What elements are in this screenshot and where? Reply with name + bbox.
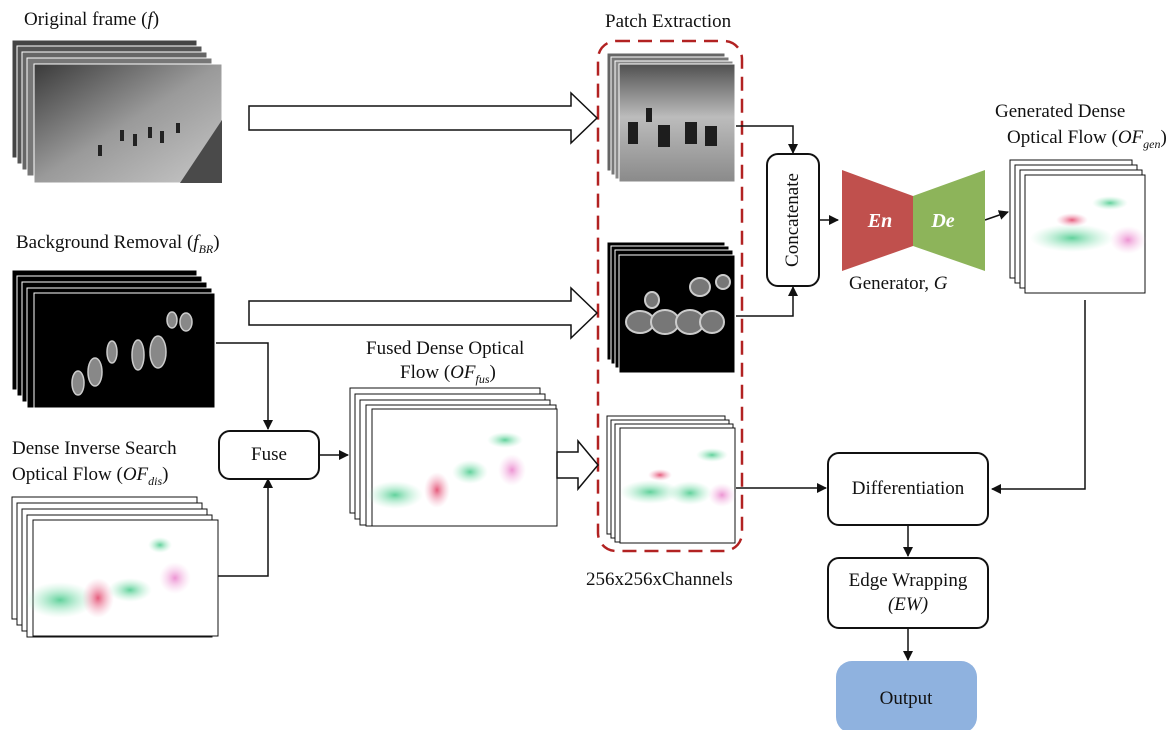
differentiation-node: Differentiation <box>827 452 989 526</box>
patch-extraction-label: Patch Extraction <box>605 11 732 32</box>
dis-optical-flow-stack <box>11 496 219 638</box>
connector-bg-to-fuse <box>216 342 273 430</box>
generated-optical-flow-stack <box>1009 159 1146 294</box>
original-frame-stack <box>11 39 223 184</box>
encoder-block <box>842 170 913 271</box>
frame-patch-stack <box>606 52 736 183</box>
encoder-label: En <box>867 210 892 232</box>
connector-bg-patch-to-concat <box>736 286 798 317</box>
patch-extraction-region <box>596 39 744 553</box>
edge-wrapping-abbrev: (EW) <box>887 594 929 615</box>
connector-generated-to-diff <box>991 300 1086 494</box>
background-removal-stack <box>11 269 216 409</box>
block-arrow-background <box>248 286 599 340</box>
concatenate-label: Concatenate <box>782 173 803 267</box>
generator-label: Generator, G <box>849 273 948 294</box>
connector-dis-to-fuse <box>218 478 273 577</box>
fused-label-line2: Flow (OFfus) <box>400 362 496 386</box>
fuse-node: Fuse <box>218 430 320 480</box>
dis-label-line2: Optical Flow (OFdis) <box>12 464 169 488</box>
flow-patch-stack <box>606 415 736 544</box>
connector-generator-to-generated <box>984 210 1009 221</box>
connector-frame-patch-to-concat <box>736 125 798 154</box>
generated-label-line2: Optical Flow (OFgen) <box>1007 127 1167 151</box>
edge-wrapping-label: Edge Wrapping <box>848 570 968 591</box>
decoder-label: De <box>930 210 954 232</box>
block-arrow-frame <box>248 91 599 145</box>
background-patch-stack <box>606 241 736 374</box>
generated-label-line1: Generated Dense <box>995 101 1126 122</box>
output-node <box>836 661 977 730</box>
decoder-block <box>913 170 985 271</box>
fused-label-line1: Fused Dense Optical <box>366 338 525 359</box>
dis-label-line1: Dense Inverse Search <box>12 438 177 459</box>
original-frame-label: Original frame (f) <box>24 9 160 30</box>
fused-optical-flow-stack <box>349 387 558 527</box>
edge-wrapping-node: Edge Wrapping (EW) <box>827 557 989 629</box>
patch-size-label: 256x256xChannels <box>586 569 733 590</box>
concatenate-node: Concatenate <box>766 153 820 287</box>
output-label: Output <box>880 688 934 709</box>
background-removal-label: Background Removal (fBR) <box>16 232 220 256</box>
block-arrow-fused <box>556 438 599 492</box>
